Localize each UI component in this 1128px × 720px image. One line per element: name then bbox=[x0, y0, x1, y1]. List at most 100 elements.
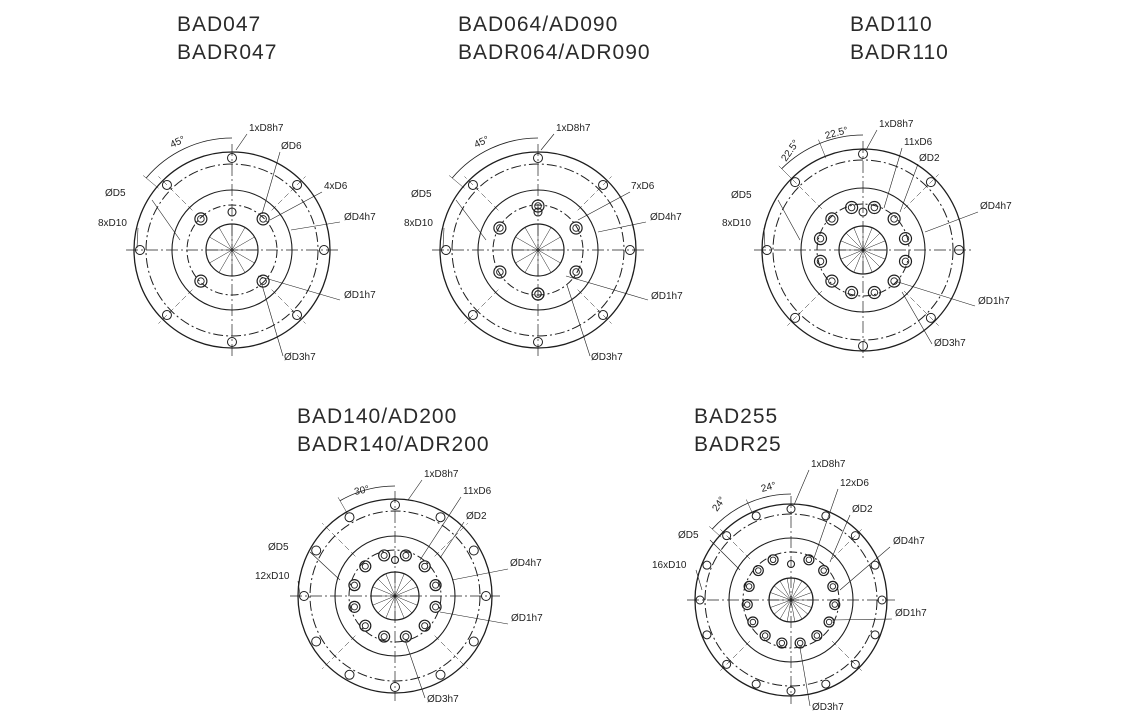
flange-5-d3-label: ØD3h7 bbox=[812, 702, 844, 713]
flange-1-labels: 45° 1xD8h7 ØD6 4xD6 ØD5 8xD10 ØD4h7 ØD1h… bbox=[98, 123, 376, 363]
flange-2-inner-hole-bore-1 bbox=[572, 224, 580, 232]
flange-2-inner-hole-5 bbox=[493, 221, 507, 235]
flange-5-leader-7 bbox=[709, 539, 741, 571]
flange-2-outer-hole-2 bbox=[598, 179, 609, 190]
flange-5-hub-ray-16 bbox=[790, 580, 803, 601]
flange-3-title-line-1: BAD110 bbox=[850, 13, 933, 36]
flange-1-hub-ray-11 bbox=[231, 227, 246, 251]
flange-2-leader-1 bbox=[540, 133, 555, 151]
flange-5-inner-hole-2 bbox=[818, 564, 830, 577]
flange-2-angle-label: 45° bbox=[473, 134, 491, 150]
flange-5-d4-label: ØD4h7 bbox=[893, 536, 925, 547]
flange-5-construction-line-2 bbox=[718, 640, 751, 673]
flange-5-outer-hole-11 bbox=[722, 659, 732, 669]
flange-5-inner-hole-12 bbox=[743, 580, 755, 593]
flange-3-inner-hole-bore-5 bbox=[890, 277, 898, 285]
flange-5-hub-ray-14 bbox=[786, 578, 792, 601]
flange-3-outer-hole-7 bbox=[762, 245, 772, 255]
flange-4-inner-hole-bore-5 bbox=[421, 622, 429, 630]
flange-4-inner-hole-bore-10 bbox=[350, 581, 358, 589]
flange-3-hub-ray-14 bbox=[862, 227, 873, 251]
flange-2-leader-3 bbox=[597, 221, 647, 233]
flange-1-hub-ray-9 bbox=[218, 227, 233, 251]
flange-1-d4-label: ØD4h7 bbox=[344, 212, 376, 223]
flange-1-leader-4 bbox=[290, 221, 341, 231]
flange-3-inner-hole-4 bbox=[898, 254, 913, 268]
flange-2-d5-label: ØD5 bbox=[411, 189, 432, 200]
flange-3-angle-arc-2 bbox=[819, 134, 864, 144]
flange-4-inner-hole-bore-3 bbox=[432, 581, 440, 589]
flange-3-outer-hole-1 bbox=[858, 149, 868, 159]
flange-4-inner-hole-9 bbox=[348, 600, 361, 613]
flange-5-outer-hole-13 bbox=[695, 595, 705, 605]
flange-5-inner-hole-bore-12 bbox=[745, 583, 753, 590]
flange-3-hub-ray-12 bbox=[853, 227, 864, 251]
flange-3-angle-ext-1a bbox=[778, 165, 794, 181]
flange-1-d3-label: ØD3h7 bbox=[284, 352, 316, 363]
flange-4-inner-hole-bore-2 bbox=[421, 562, 429, 570]
flange-4-d8-label: 1xD8h7 bbox=[424, 469, 459, 480]
flange-1-hub-ray-6 bbox=[209, 249, 233, 264]
flange-5-outer-hole-3 bbox=[850, 531, 860, 541]
flange-1-leader-6 bbox=[261, 284, 284, 357]
flange-3-inner-hole-1 bbox=[867, 200, 881, 215]
flange-2-title-line-2: BADR064/ADR090 bbox=[458, 41, 651, 64]
flange-5-inner-hole-8 bbox=[776, 637, 788, 649]
flange-5-d5-label: ØD5 bbox=[678, 530, 699, 541]
flange-5-leader-6 bbox=[799, 647, 811, 707]
flange-2-leader-7 bbox=[442, 227, 445, 249]
flange-4-inner-hole-7 bbox=[378, 630, 391, 643]
flange-5-angle-arc-2 bbox=[747, 493, 792, 504]
flange-1-inner-hole-4 bbox=[194, 212, 208, 226]
flange-3-angle-1-label: 22.5° bbox=[779, 138, 801, 164]
flange-4-construction-line-1 bbox=[434, 635, 469, 670]
flange-4-leader-2 bbox=[419, 496, 462, 561]
flange-4-title-line-1: BAD140/AD200 bbox=[297, 405, 458, 428]
flange-4-inner-hole-bore-6 bbox=[402, 633, 410, 641]
flange-3-hub-ray-15 bbox=[862, 232, 881, 251]
flange-4-leader-6 bbox=[404, 639, 426, 699]
flange-5-outer-hole-9 bbox=[786, 686, 796, 696]
flange-5-hub-ray-2 bbox=[790, 599, 812, 608]
flange-5-labels: 24° 24° 1xD8h7 12xD6 ØD2 ØD5 16xD10 ØD4h… bbox=[652, 459, 927, 713]
flange-4-inner-hole-2 bbox=[418, 560, 431, 573]
flange-2-outer-hole-8 bbox=[467, 179, 478, 190]
flange-3-angle-arc-1 bbox=[781, 143, 821, 169]
flange-4-hub-ray-14 bbox=[394, 573, 405, 597]
flange-3-inner-hole-bore-6 bbox=[870, 288, 879, 297]
flange-3-inner-hole-10 bbox=[813, 232, 828, 246]
flange-1-leader-2 bbox=[261, 151, 281, 215]
flange-5-holes-label: 12xD6 bbox=[840, 478, 869, 489]
flange-4-inner-hole-bore-8 bbox=[361, 622, 369, 630]
flange-2-inner-hole-bore-6 bbox=[534, 202, 542, 210]
flange-2-hub-ray-3 bbox=[537, 249, 552, 273]
flange-5-inner-hole-bore-7 bbox=[796, 639, 804, 647]
flange-4-hub-ray-3 bbox=[394, 595, 413, 614]
flange-3-inner-hole-12 bbox=[845, 200, 859, 215]
flange-2-construction-line-2 bbox=[464, 289, 499, 324]
flange-2-d3-label: ØD3h7 bbox=[591, 352, 623, 363]
flange-5-inner-hole-9 bbox=[759, 629, 771, 642]
flange-5-d10-label: 16xD10 bbox=[652, 560, 687, 571]
flange-4-d3-label: ØD3h7 bbox=[427, 694, 459, 705]
flange-1-hub-ray-5 bbox=[218, 249, 233, 273]
flange-3-outer-hole-3 bbox=[954, 245, 964, 255]
flange-1-construction-line-2 bbox=[158, 289, 193, 324]
flange-1-outer-hole-4 bbox=[292, 310, 303, 321]
flange-5-hub-ray-8 bbox=[773, 599, 792, 615]
flange-2-leader-4 bbox=[565, 275, 649, 301]
flange-1-construction-line-1 bbox=[271, 289, 306, 324]
flange-2-hub-ray-5 bbox=[524, 249, 539, 273]
flange-3-inner-hole-bore-8 bbox=[828, 277, 836, 285]
flange-4-outer-hole-8 bbox=[344, 669, 355, 680]
flange-5-hub-ray-13 bbox=[779, 580, 792, 601]
flange-5-hub-ray-11 bbox=[770, 592, 792, 601]
flange-5-d8-label: 1xD8h7 bbox=[811, 459, 846, 470]
flange-1-pin-hole-1 bbox=[227, 207, 237, 217]
flange-2-inner-hole-bore-2 bbox=[572, 268, 580, 276]
flange-1-leader-1 bbox=[235, 133, 248, 151]
flange-3-hub-ray-7 bbox=[845, 249, 864, 268]
flange-5-inner-hole-bore-9 bbox=[761, 632, 769, 639]
flange-2-inner-hole-4 bbox=[493, 265, 507, 279]
flange-1-outer-hole-7 bbox=[135, 245, 145, 255]
